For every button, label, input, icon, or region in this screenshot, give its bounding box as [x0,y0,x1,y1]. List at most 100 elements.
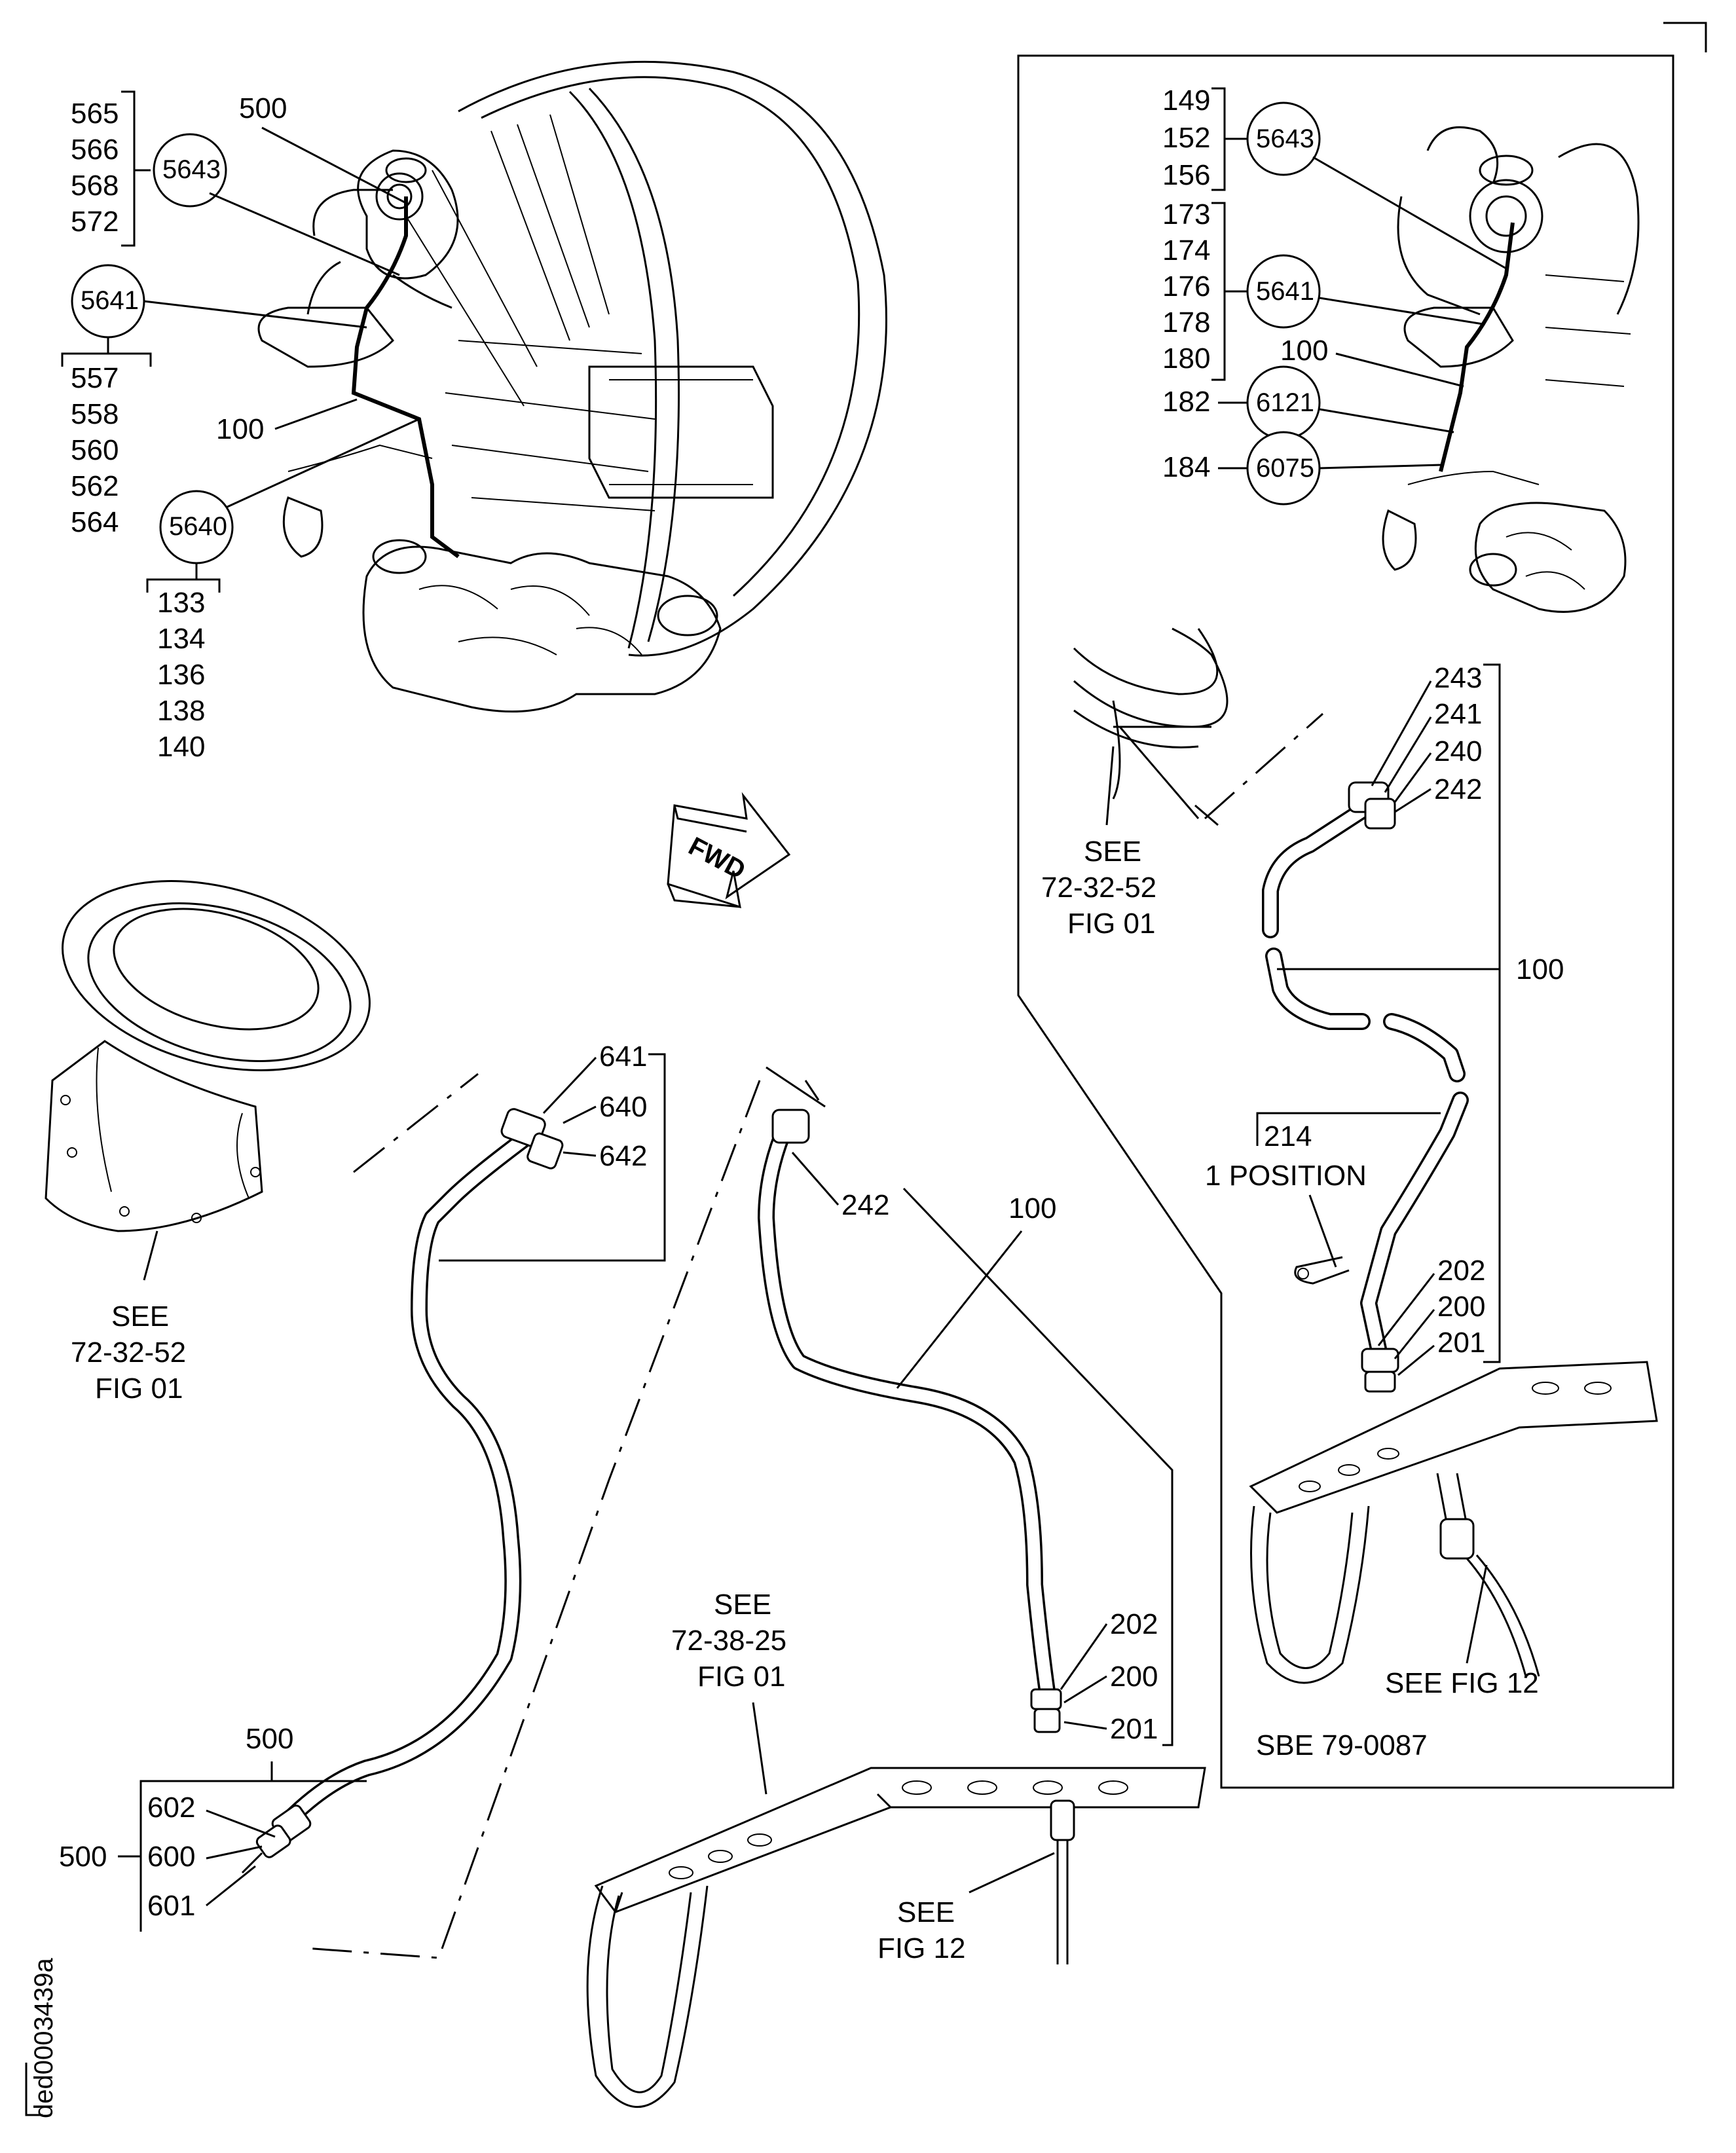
inset-callout-214: 214 1 POSITION [1205,1112,1441,1268]
bracket-mid-see-1: SEE [714,1589,771,1621]
callout-group-mid-tube: 242 100 202 200 201 [791,1152,1173,1746]
callout-5643: 5643 [162,155,221,184]
inset-position: 1 POSITION [1205,1160,1367,1192]
corner-mark-icon [1663,22,1707,52]
bracket-mid-illustration [586,1767,1206,2108]
callout-group-5641: 5641 557 558 560 562 564 [61,264,367,538]
callout-500-top: 500 [239,92,287,124]
inset-5641: 5641 [1256,277,1314,306]
inset-202: 202 [1437,1255,1485,1287]
inset-flange-illustration [1073,627,1323,826]
callout-200-mid: 200 [1110,1661,1158,1693]
callout-601: 601 [147,1890,195,1922]
inset-frame [1017,54,1674,1789]
callout-500-bottom: 500 [246,1723,293,1755]
inset-6075: 6075 [1256,454,1314,483]
corner-mark-left-icon [25,2063,43,2116]
inset-callout-group-b: 173 174 176 178 180 5641 [1162,198,1484,381]
flange-left-see-2: 72-32-52 [71,1336,186,1369]
inset-242: 242 [1434,773,1482,805]
callout-568: 568 [71,170,119,202]
callout-562: 562 [71,470,119,502]
inset-flange-see-3: FIG 01 [1067,908,1156,940]
inset-callout-184: 184 6075 [1162,431,1441,506]
inset-5643: 5643 [1256,124,1314,153]
inset-bracket-illustration [1249,1361,1658,1684]
inset-174: 174 [1162,234,1210,267]
inset-149: 149 [1162,84,1210,117]
probe-mid-see-1: SEE [897,1896,955,1928]
inset-callout-100-top: 100 [1280,335,1464,388]
inset-240: 240 [1434,735,1482,767]
callout-138: 138 [157,695,205,727]
flange-left-illustration [45,880,371,1281]
callout-140: 140 [157,731,205,763]
callout-100-main: 100 [216,398,358,445]
tube-500-illustration [241,1073,761,1959]
inset-152: 152 [1162,122,1210,154]
inset-100-top: 100 [1280,335,1328,367]
inset-184: 184 [1162,451,1210,483]
callout-641: 641 [599,1040,647,1073]
callout-642: 642 [599,1140,647,1172]
bracket-mid-see-2: 72-38-25 [671,1625,786,1657]
inset-200: 200 [1437,1291,1485,1323]
inset-callout-182: 182 6121 [1162,365,1454,440]
inset-201: 201 [1437,1327,1485,1359]
inset-214: 214 [1264,1120,1312,1152]
inset-probe-see: SEE FIG 12 [1385,1564,1539,1699]
callout-564: 564 [71,506,119,538]
callout-602: 602 [147,1792,195,1824]
inset-probe-see-label: SEE FIG 12 [1385,1667,1539,1699]
bracket-mid-see: SEE 72-38-25 FIG 01 [671,1589,786,1795]
figure-id: ded0003439a [29,1958,58,2118]
inset-callout-group-a: 149 152 156 5643 [1162,84,1507,270]
callout-134: 134 [157,623,205,655]
callout-572: 572 [71,206,119,238]
probe-mid-see-2: FIG 12 [877,1932,966,1964]
inset-178: 178 [1162,306,1210,339]
callout-202-mid: 202 [1110,1608,1158,1640]
callout-566: 566 [71,134,119,166]
callout-242-mid: 242 [841,1189,889,1221]
callout-600: 600 [147,1841,195,1873]
flange-left-see: SEE 72-32-52 FIG 01 [71,1300,186,1405]
flange-left-see-1: SEE [111,1300,169,1333]
inset-flange-see-1: SEE [1084,836,1141,868]
inset-180: 180 [1162,342,1210,375]
inset-100-side: 100 [1516,953,1564,985]
callout-565: 565 [71,98,119,130]
callout-group-upper: 565 566 568 572 5643 500 [71,90,407,276]
callout-group-641: 641 640 642 [439,1040,666,1262]
inset-service-bulletin: SBE 79-0087 [1256,1729,1428,1761]
inset-173: 173 [1162,198,1210,230]
callout-100-main-label: 100 [216,413,264,445]
callout-557: 557 [71,362,119,394]
inset-182: 182 [1162,386,1210,418]
inset-176: 176 [1162,270,1210,303]
callout-133: 133 [157,587,205,619]
inset-callout-top-fitting: 243 241 240 242 100 [1277,662,1564,1363]
callout-group-500-bottom: 500 500 602 600 601 [59,1723,367,1932]
callout-group-5640: 5640 133 134 136 138 140 [146,418,420,763]
inset-6121: 6121 [1256,388,1314,417]
callout-100-mid: 100 [1008,1192,1056,1224]
callout-558: 558 [71,398,119,430]
flange-left-see-3: FIG 01 [95,1372,183,1405]
inset-243: 243 [1434,662,1482,694]
bracket-mid-see-3: FIG 01 [697,1661,786,1693]
callout-5641: 5641 [81,286,139,315]
callout-201-mid: 201 [1110,1713,1158,1745]
tube-100-mid-illustration [758,1066,1062,1733]
callout-560: 560 [71,434,119,466]
inset-flange-see-2: 72-32-52 [1041,872,1156,904]
engine-main-illustration [257,60,887,713]
inset-tube-illustration [1262,781,1469,1393]
inset-flange-see: SEE 72-32-52 FIG 01 [1041,836,1156,940]
callout-640: 640 [599,1091,647,1123]
inset-241: 241 [1434,698,1482,730]
callout-5640: 5640 [169,512,227,541]
probe-mid-see: SEE FIG 12 [877,1852,1055,1964]
inset-engine-illustration [1382,126,1640,613]
